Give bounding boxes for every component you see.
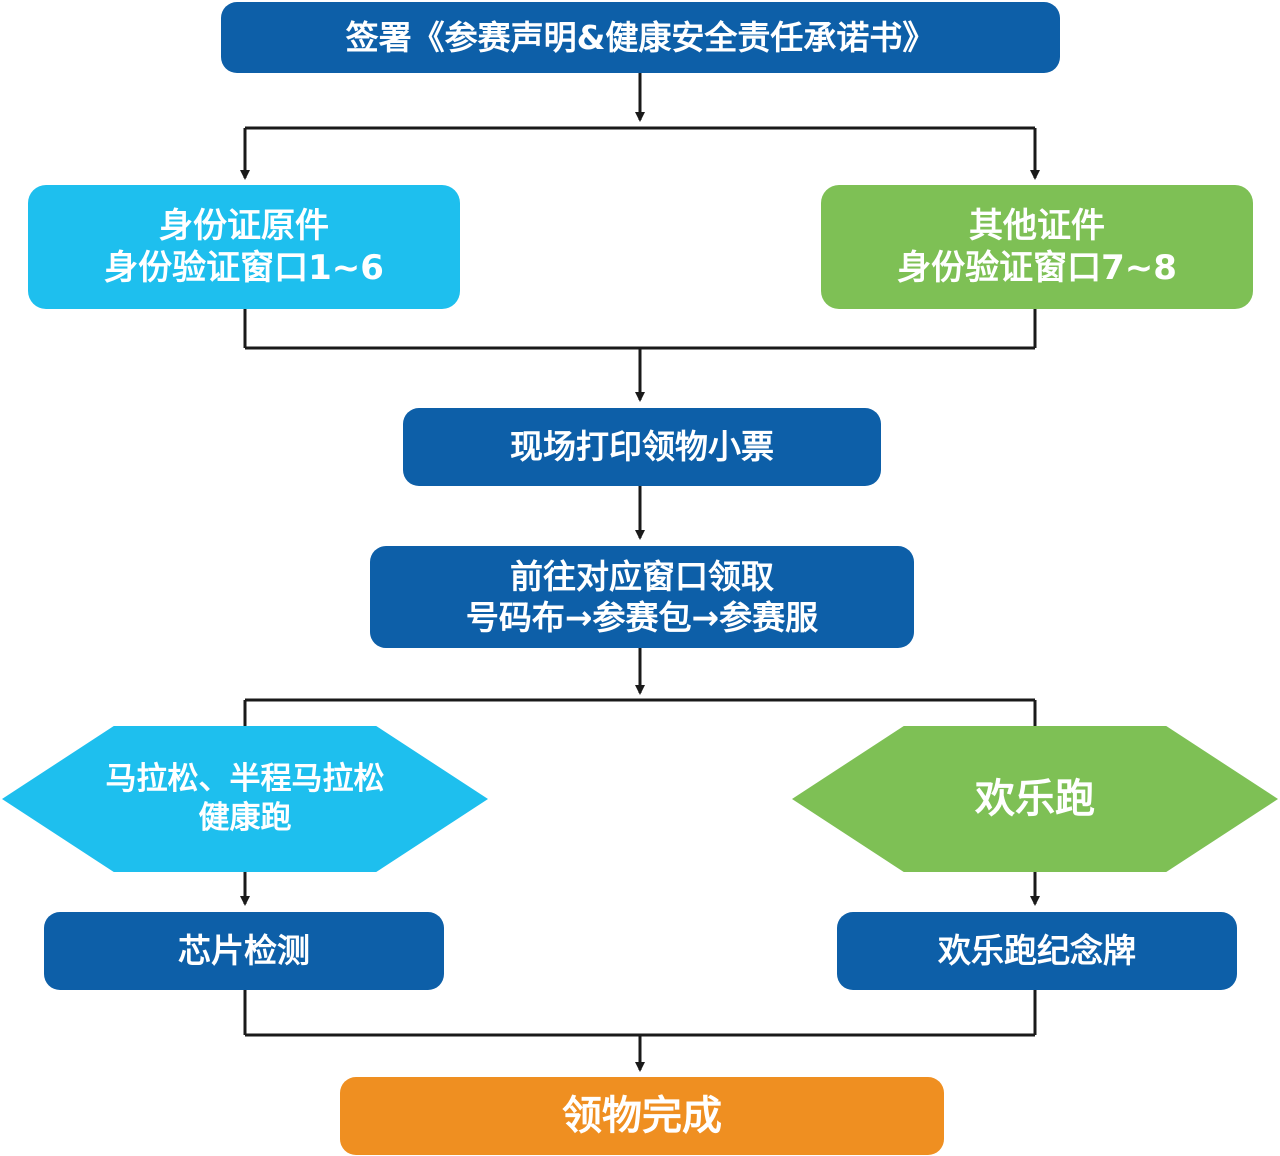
fun-run-label: 欢乐跑 — [975, 776, 1095, 822]
fun-run-branch: 欢乐跑 — [792, 726, 1278, 872]
other-id-line2: 身份验证窗口7~8 — [897, 248, 1177, 288]
fun-run-medal-label: 欢乐跑纪念牌 — [938, 931, 1136, 971]
other-id-line1: 其他证件 — [969, 205, 1105, 246]
collect-items-line1: 前往对应窗口领取 — [510, 556, 774, 596]
collection-complete-step: 领物完成 — [340, 1077, 944, 1155]
collect-items-step: 前往对应窗口领取 号码布→参赛包→参赛服 — [370, 546, 914, 648]
sign-declaration-label: 签署《参赛声明&健康安全责任承诺书》 — [345, 17, 936, 57]
marathon-branch: 马拉松、半程马拉松 健康跑 — [2, 726, 488, 872]
other-id-step: 其他证件 身份验证窗口7~8 — [821, 185, 1253, 309]
marathon-line2: 健康跑 — [198, 800, 292, 836]
sign-declaration-step: 签署《参赛声明&健康安全责任承诺书》 — [221, 2, 1060, 73]
print-ticket-label: 现场打印领物小票 — [510, 427, 774, 467]
id-original-line1: 身份证原件 — [159, 205, 329, 246]
chip-check-step: 芯片检测 — [44, 912, 444, 990]
collect-items-line2: 号码布→参赛包→参赛服 — [465, 598, 819, 637]
collection-complete-label: 领物完成 — [562, 1093, 722, 1139]
id-original-step: 身份证原件 身份验证窗口1~6 — [28, 185, 460, 309]
fun-run-medal-step: 欢乐跑纪念牌 — [837, 912, 1237, 990]
marathon-line1: 马拉松、半程马拉松 — [105, 761, 385, 798]
print-ticket-step: 现场打印领物小票 — [403, 408, 881, 486]
chip-check-label: 芯片检测 — [178, 931, 310, 971]
id-original-line2: 身份验证窗口1~6 — [104, 248, 384, 288]
